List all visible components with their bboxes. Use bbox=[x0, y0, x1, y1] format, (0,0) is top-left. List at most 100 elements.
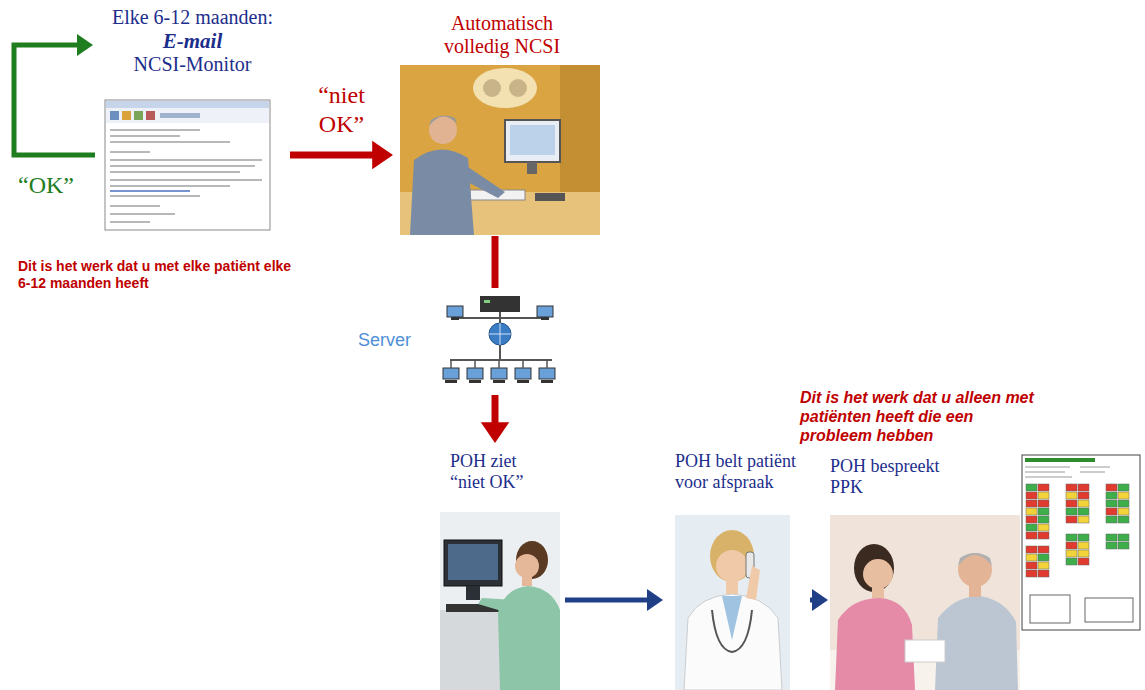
connector bbox=[495, 236, 496, 288]
office-photo-part bbox=[400, 65, 600, 235]
nurse-phone-photo-part bbox=[710, 530, 754, 582]
email-screenshot-part bbox=[110, 190, 190, 192]
note-text: Dit is het werk dat u met elke patiënt e… bbox=[18, 258, 293, 292]
nurse-phone-photo-part bbox=[722, 596, 742, 640]
email-screenshot-part-part bbox=[110, 179, 262, 181]
chart-cell bbox=[1026, 492, 1037, 499]
nurse-phone-photo-part bbox=[675, 515, 790, 690]
consultation-photo-part bbox=[835, 598, 915, 690]
network-icon-part-part bbox=[450, 360, 452, 368]
chart-cell bbox=[1038, 492, 1049, 499]
office-photo-part bbox=[483, 79, 501, 97]
node-text: Automatisch volledig NCSI bbox=[422, 12, 582, 58]
chart-cell bbox=[1066, 508, 1077, 515]
note-text: Dit is het werk dat u alleen met patiënt… bbox=[800, 388, 1045, 446]
chart-cell bbox=[1078, 492, 1089, 499]
consultation-photo-part bbox=[863, 559, 893, 589]
nurse-phone-photo-part bbox=[716, 550, 748, 582]
nurse-computer-photo-part bbox=[515, 554, 539, 578]
network-icon-part-part bbox=[493, 380, 505, 383]
chart-cell bbox=[1106, 500, 1117, 507]
chart-cell bbox=[1078, 516, 1089, 523]
nurse-computer-photo-part bbox=[516, 541, 548, 579]
network-icon-part bbox=[450, 359, 552, 361]
network-icon-part bbox=[489, 323, 511, 345]
connector bbox=[810, 589, 828, 611]
ppk-chart bbox=[1022, 455, 1140, 630]
office-photo-part bbox=[510, 125, 555, 155]
email-screenshot-part bbox=[146, 111, 155, 120]
arrow-head bbox=[812, 589, 828, 611]
email-screenshot-part-part bbox=[110, 221, 150, 223]
chart-cell bbox=[1038, 484, 1049, 491]
email-screenshot-part bbox=[122, 111, 131, 120]
ncsi-step: Automatisch volledig NCSI bbox=[395, 10, 610, 236]
ppk-chart-part bbox=[1025, 467, 1110, 477]
chart-cell bbox=[1118, 500, 1129, 507]
chart-cell bbox=[1066, 516, 1077, 523]
chart-table bbox=[1030, 595, 1070, 623]
ppk-chart-part-part bbox=[1025, 467, 1070, 468]
chart-cell bbox=[1026, 524, 1037, 531]
office-photo-part bbox=[535, 193, 565, 201]
office-photo-part bbox=[429, 115, 457, 126]
chart-cell bbox=[1026, 516, 1037, 523]
node-text: Elke 6-12 maanden: bbox=[95, 6, 290, 29]
connector-line bbox=[492, 395, 499, 423]
email-screenshot-part bbox=[110, 130, 262, 222]
email-screenshot-part-part bbox=[110, 185, 230, 187]
consultation-photo-part bbox=[854, 544, 894, 592]
network-icon-part-part bbox=[517, 380, 529, 383]
email-screenshot-part-part bbox=[110, 205, 160, 207]
chart-cell bbox=[1026, 554, 1037, 561]
monitor-step: Elke 6-12 maanden:E-mailNCSI-Monitor bbox=[95, 4, 290, 232]
network-icon-part-part bbox=[546, 360, 548, 368]
chart-cell bbox=[1078, 558, 1089, 565]
chart-cell bbox=[1026, 570, 1037, 577]
chart-cell bbox=[1026, 508, 1037, 515]
office-photo-part bbox=[410, 149, 474, 235]
nurse-phone-photo-part bbox=[684, 594, 782, 690]
chart-cell bbox=[1106, 484, 1117, 491]
consultation-photo-part bbox=[830, 515, 1020, 690]
connector-line bbox=[290, 152, 373, 159]
nurse-computer-photo-part bbox=[478, 598, 512, 612]
connector-line bbox=[14, 45, 95, 155]
network-icon-part bbox=[451, 317, 459, 320]
network-icon-part bbox=[489, 323, 511, 345]
consultation-photo-part bbox=[969, 584, 981, 597]
chart-cell bbox=[1026, 546, 1037, 553]
nurse-computer-photo bbox=[440, 512, 560, 690]
connector bbox=[481, 395, 509, 443]
poh-discusses-step: POH bespreekt PPK bbox=[830, 450, 1020, 690]
office-photo-part bbox=[527, 162, 537, 174]
chart-cell bbox=[1078, 500, 1089, 507]
network-icon-part-part bbox=[443, 368, 459, 379]
nurse-phone-photo bbox=[675, 515, 790, 690]
network-icon-part-part bbox=[498, 360, 500, 368]
office-photo-part bbox=[473, 68, 537, 108]
connector-line bbox=[565, 598, 648, 603]
chart-cell bbox=[1038, 570, 1049, 577]
network-icon-part-part bbox=[491, 368, 507, 379]
nurse-computer-photo-part bbox=[466, 586, 480, 600]
ppk-chart-part-part bbox=[1080, 467, 1110, 468]
chart-cell bbox=[1038, 516, 1049, 523]
chart-table bbox=[1085, 598, 1133, 622]
chart-cell bbox=[1038, 546, 1049, 553]
chart-cell bbox=[1066, 500, 1077, 507]
email-screenshot-part-part bbox=[110, 213, 175, 215]
chart-cell bbox=[1078, 550, 1089, 557]
consultation-photo-part bbox=[872, 586, 884, 598]
node-text: POH bespreekt PPK bbox=[830, 456, 960, 497]
email-screenshot-part-part bbox=[110, 129, 200, 131]
email-screenshot-part-part bbox=[110, 195, 200, 197]
nurse-phone-photo-part bbox=[746, 566, 760, 600]
chart-cell bbox=[1038, 500, 1049, 507]
email-screenshot-part-part bbox=[110, 135, 180, 137]
ppk-chart-part-part bbox=[1025, 472, 1065, 473]
network-icon bbox=[443, 296, 555, 383]
poh-calls-step: POH belt patiënt voor afspraak bbox=[665, 445, 810, 690]
